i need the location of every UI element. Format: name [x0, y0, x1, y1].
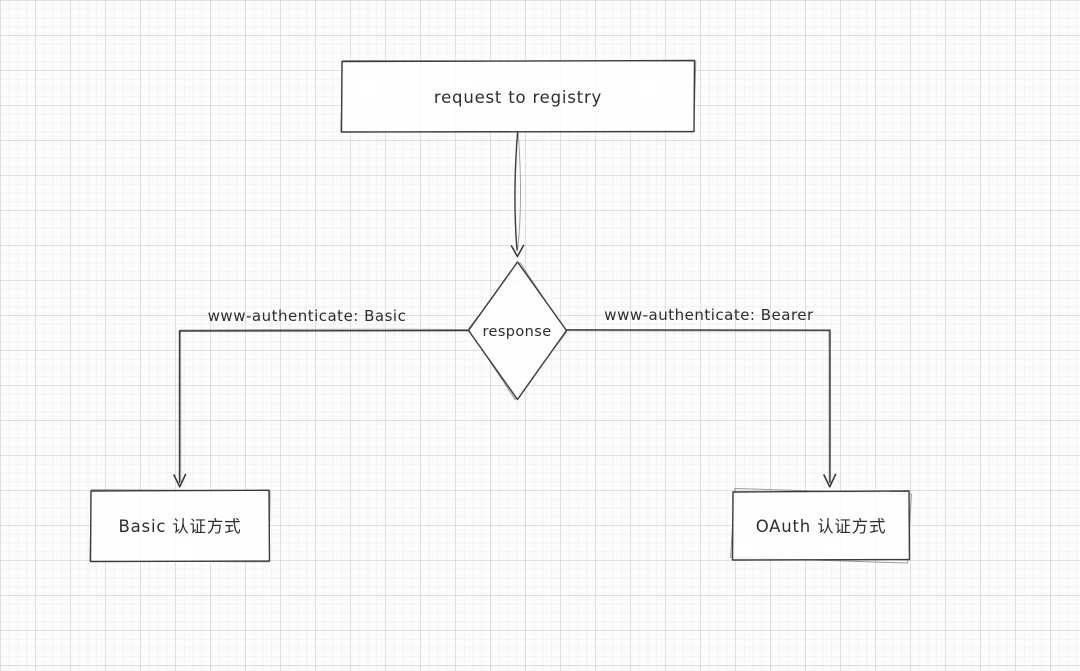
- arrowhead-down-icon: [510, 244, 525, 258]
- edge-line: [514, 132, 519, 251]
- diamond-outline: [467, 261, 568, 401]
- node-label: request to registry: [434, 88, 602, 107]
- arrowhead-down-icon: [823, 473, 837, 488]
- edge-line-sketch: [180, 328, 469, 483]
- edge-response-to-oauth[interactable]: www-authenticate: Bearer: [566, 306, 837, 488]
- flow-node-oauth[interactable]: OAuth 认证方式: [730, 487, 912, 564]
- rectangle-outline: [89, 489, 271, 563]
- flow-node-basic[interactable]: Basic 认证方式: [89, 487, 271, 564]
- edge-line-sketch: [566, 330, 830, 483]
- edge-response-to-basic[interactable]: www-authenticate: Basic: [173, 307, 469, 488]
- edge-line: [178, 329, 469, 484]
- rectangle-outline: [731, 490, 911, 561]
- flow-node-response[interactable]: response: [466, 261, 569, 401]
- edge-label-bearer: www-authenticate: Bearer: [604, 306, 814, 324]
- arrowhead-down-icon: [173, 473, 187, 488]
- edge-label-basic: www-authenticate: Basic: [208, 307, 407, 325]
- node-label: Basic 认证方式: [119, 517, 242, 536]
- edge-line: [566, 329, 831, 484]
- node-label: OAuth 认证方式: [756, 517, 887, 536]
- node-label: response: [482, 324, 551, 340]
- rectangle-outline: [340, 59, 696, 133]
- edge-request-to-response[interactable]: [510, 132, 525, 258]
- edge-line-sketch: [517, 132, 522, 251]
- flow-node-request[interactable]: request to registry: [340, 58, 697, 134]
